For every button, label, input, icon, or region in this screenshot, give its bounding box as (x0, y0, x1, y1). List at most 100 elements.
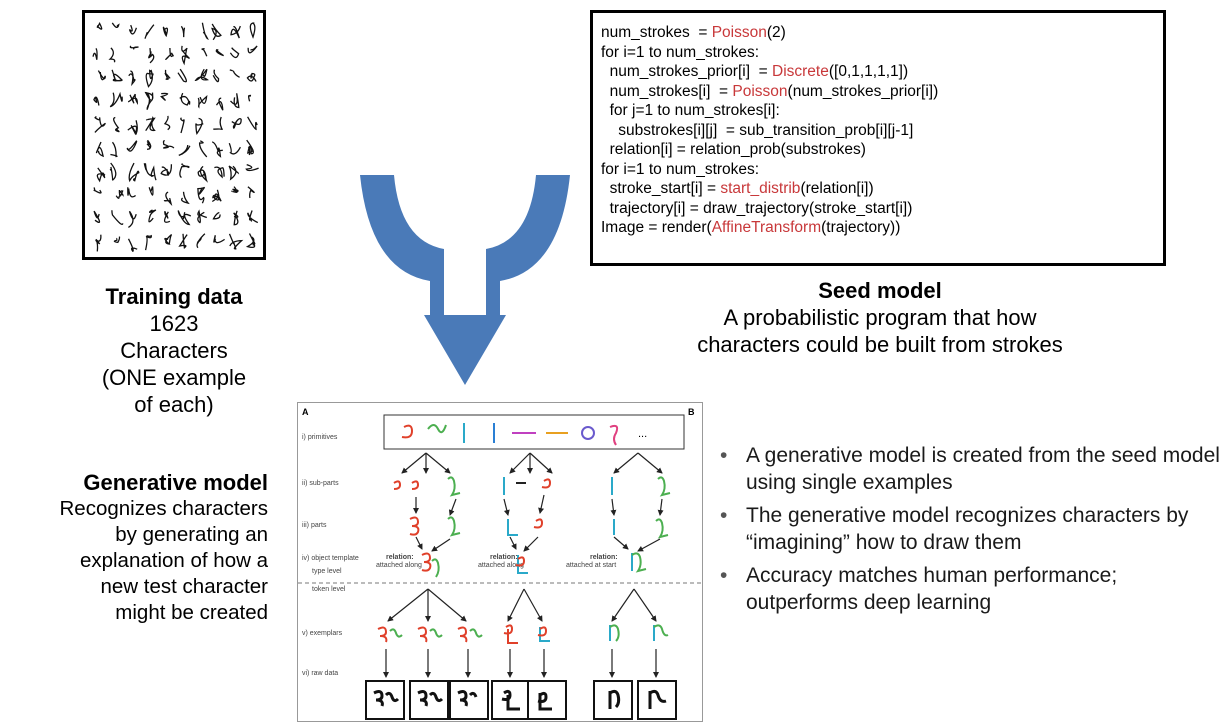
code-line: relation[i] = relation_prob(substrokes) (601, 140, 1155, 160)
panel-b-label: B (688, 407, 695, 417)
character-glyph (92, 47, 98, 60)
seed-caption: Seed model A probabilistic program that … (640, 278, 1120, 358)
generative-line-3: explanation of how a (79, 549, 268, 572)
character-glyph (145, 116, 156, 132)
character-glyph (181, 45, 190, 66)
code-line: num_strokes[i] = Poisson(num_strokes_pri… (601, 82, 1155, 102)
character-glyph (113, 236, 121, 244)
seed-title: Seed model (818, 278, 942, 303)
character-glyph (247, 186, 255, 199)
character-glyph (196, 233, 206, 249)
generative-line-1: Recognizes characters (59, 497, 268, 520)
code-line: for i=1 to num_strokes: (601, 160, 1155, 180)
code-text: Image = render( (601, 219, 712, 236)
character-glyph (111, 210, 124, 225)
seed-line2: characters could be built from strokes (697, 332, 1063, 357)
training-data-image (82, 10, 266, 260)
character-glyph (228, 165, 240, 181)
character-glyph (215, 97, 224, 111)
character-glyph (213, 116, 224, 131)
code-text: num_strokes_prior[i] = (601, 63, 772, 80)
code-function-name: start_distrib (720, 180, 801, 197)
character-glyph (180, 117, 185, 134)
character-glyph (215, 49, 224, 57)
merge-arrow (360, 175, 570, 385)
level-exemplars: v) exemplars (302, 630, 343, 637)
part-connectors (415, 536, 661, 552)
character-glyph (229, 47, 240, 59)
character-glyph (214, 166, 225, 179)
character-glyph (143, 163, 157, 181)
character-glyph (127, 187, 137, 198)
character-glyph (177, 68, 188, 83)
character-glyph (129, 45, 139, 50)
character-glyph (127, 120, 138, 136)
seed-line1: A probabilistic program that how (723, 305, 1037, 330)
figure-svg: A B i) primitives ii) sub-parts iii) par… (298, 407, 702, 720)
code-text: num_strokes = (601, 24, 712, 41)
subpart-connectors (413, 494, 664, 516)
code-line: num_strokes_prior[i] = Discrete([0,1,1,1… (601, 62, 1155, 82)
panel-a-label: A (302, 407, 309, 417)
character-glyph (230, 93, 240, 109)
code-text: num_strokes[i] = (601, 82, 733, 100)
code-function-name: Poisson (732, 82, 788, 100)
code-text: stroke_start[i] = (601, 180, 721, 197)
template-connectors (387, 588, 657, 622)
generative-line-5: might be created (115, 601, 268, 624)
code-text: relation[i] = relation_prob(substrokes) (601, 141, 866, 158)
character-glyph (163, 115, 171, 131)
part-strokes (409, 516, 669, 539)
character-glyph (164, 69, 171, 80)
character-glyph (231, 186, 239, 193)
exemplar-strokes (377, 624, 669, 644)
character-glyph (230, 25, 241, 39)
training-line2: (ONE example of each) (101, 365, 247, 417)
character-glyph (148, 209, 157, 223)
generative-line-4: new test character (100, 575, 269, 598)
character-glyph (163, 210, 171, 223)
character-glyph (144, 91, 154, 110)
level-raw-data: vi) raw data (302, 670, 338, 677)
character-glyph (211, 23, 222, 41)
character-glyph (127, 238, 138, 253)
character-glyph (93, 210, 101, 223)
character-glyph-grid (92, 21, 259, 253)
level-parts: iii) parts (302, 522, 327, 529)
subpart-strokes (393, 476, 671, 497)
code-line: Image = render(AffineTransform(trajector… (601, 218, 1155, 238)
code-line: num_strokes = Poisson(2) (601, 23, 1155, 43)
code-text: for i=1 to num_strokes: (601, 43, 760, 61)
character-glyph (128, 162, 140, 183)
character-glyph (148, 186, 154, 196)
character-glyph (109, 91, 123, 108)
code-line: substrokes[i][j] = sub_transition_prob[i… (601, 121, 1155, 141)
raw-data-glyphs (373, 689, 667, 711)
code-text: ([0,1,1,1,1]) (828, 63, 909, 80)
character-glyph (162, 26, 169, 38)
code-text: for i=1 to num_strokes: (601, 160, 760, 178)
character-glyph (180, 25, 186, 38)
code-function-name: AffineTransform (711, 219, 822, 236)
generative-line-2: by generating an (115, 523, 268, 546)
character-glyph (245, 233, 256, 248)
character-glyph (231, 118, 242, 129)
bullet-text: A generative model is created from the s… (746, 444, 1220, 494)
level-primitives: i) primitives (302, 434, 338, 441)
character-glyph (128, 70, 136, 87)
character-glyph (160, 92, 169, 101)
template-strokes (421, 552, 647, 578)
character-glyph (97, 70, 106, 81)
character-glyph (126, 140, 138, 152)
code-line: for i=1 to num_strokes: (601, 43, 1155, 63)
character-glyph (115, 189, 124, 199)
generative-model-figure: A B i) primitives ii) sub-parts iii) par… (297, 402, 703, 722)
character-glyph (195, 117, 204, 135)
code-function-name: Poisson (711, 24, 767, 41)
level-object-template: iv) object template (302, 555, 359, 562)
character-glyph (212, 69, 220, 83)
bullet-item: •Accuracy matches human performance; out… (720, 562, 1220, 616)
relation-3-title: relation: (590, 554, 618, 561)
character-glyph (93, 96, 100, 106)
character-glyph (245, 163, 259, 172)
